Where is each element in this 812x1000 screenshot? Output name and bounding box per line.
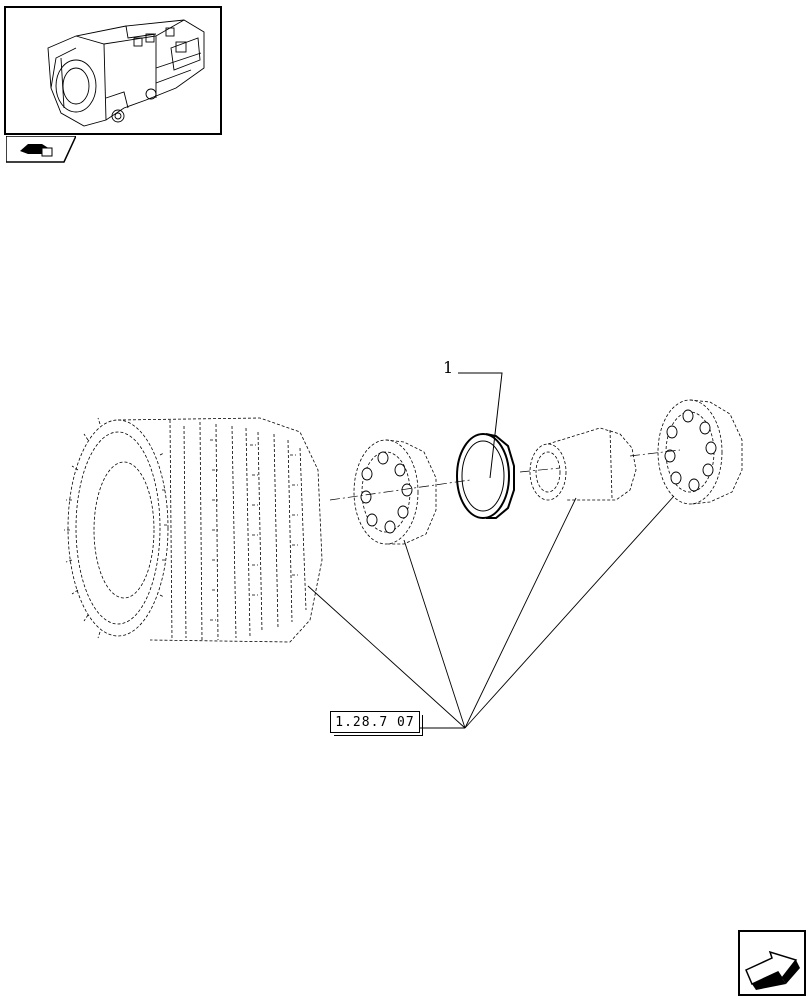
center-axis xyxy=(329,449,681,501)
prev-page-tab[interactable] xyxy=(5,135,78,164)
reference-code-box[interactable]: 1.28.7 07 xyxy=(330,711,423,736)
reference-code-label: 1.28.7 07 xyxy=(335,714,415,730)
bearing-left-balls xyxy=(360,451,413,534)
bearing-left xyxy=(353,439,437,545)
gear-cluster xyxy=(64,417,323,643)
assembly-thumbnail[interactable] xyxy=(4,6,222,135)
transmission-housing-icon xyxy=(47,19,205,127)
part-1-ring xyxy=(456,433,515,519)
sleeve xyxy=(529,427,637,501)
next-page-arrow-icon xyxy=(738,930,806,996)
callout-label-1: 1 xyxy=(443,358,454,377)
callout-leader-1 xyxy=(458,372,503,479)
back-arrow-icon xyxy=(5,135,78,163)
bearing-right-balls xyxy=(664,409,717,492)
reference-leaders xyxy=(307,495,675,729)
next-page-button[interactable] xyxy=(738,930,806,996)
